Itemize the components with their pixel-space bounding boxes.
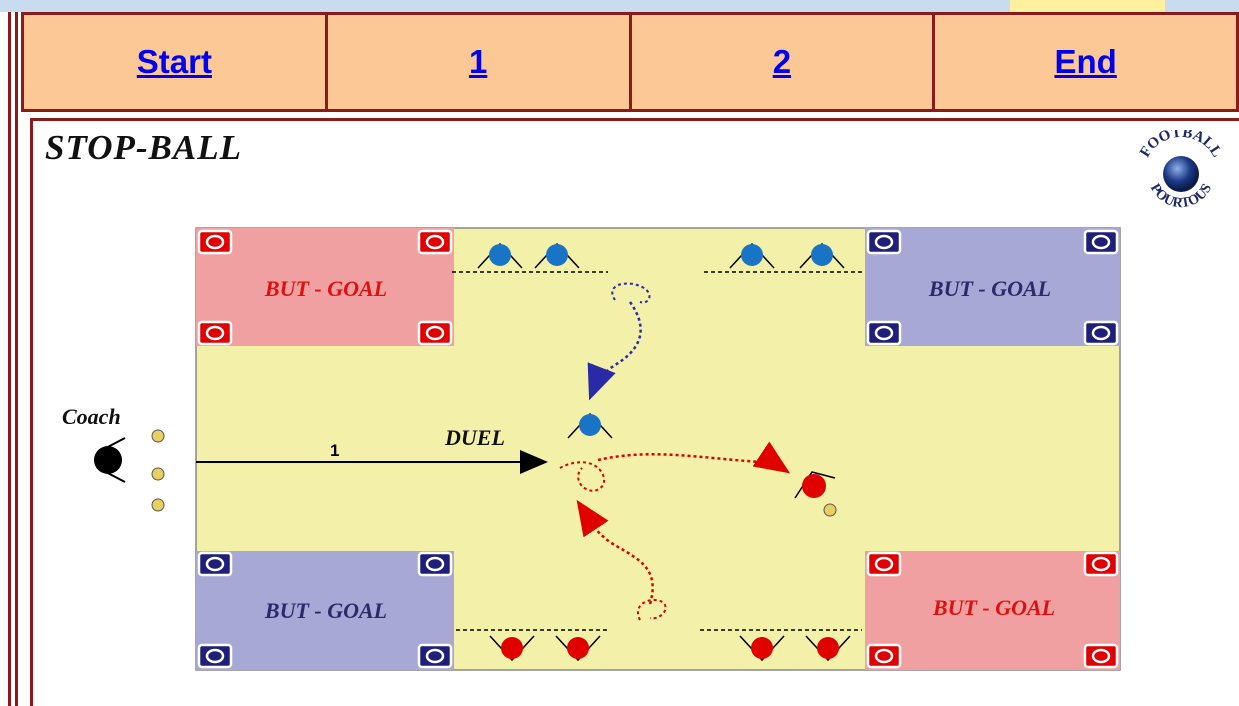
coach-icon: [94, 446, 122, 474]
page-1-link[interactable]: 1: [468, 43, 488, 80]
coach: Coach: [62, 404, 165, 512]
cone-marker-blue: [417, 643, 453, 669]
duel-label: DUEL: [444, 425, 505, 450]
goal-zone-blue-bottom-left: [196, 551, 454, 670]
cone-marker-red: [417, 320, 453, 346]
nav-cell-start: Start: [24, 15, 328, 109]
goal-label: BUT - GOAL: [264, 276, 387, 301]
ball-icon: [151, 429, 165, 443]
ball-icon: [151, 467, 165, 481]
cone-marker-red: [866, 551, 902, 577]
red-players-bottom: [489, 635, 851, 662]
page-2-link[interactable]: 2: [772, 43, 792, 80]
top-strip: [0, 0, 1239, 12]
player-red: [489, 635, 535, 662]
player-red-receiver: [794, 471, 837, 517]
nav-cell-1: 1: [328, 15, 632, 109]
cone-marker-red: [866, 643, 902, 669]
goal-label: BUT - GOAL: [264, 598, 387, 623]
ball-icon: [151, 498, 165, 512]
nav-bar: Start 1 2 End: [21, 12, 1239, 112]
ball-icon: [823, 503, 837, 517]
cone-marker-red: [197, 229, 233, 255]
cone-marker-blue: [417, 551, 453, 577]
frame-border-inner: [15, 12, 1239, 706]
cone-marker-blue: [197, 643, 233, 669]
cone-marker-red: [197, 320, 233, 346]
cone-marker-blue: [866, 229, 902, 255]
top-highlight: [1010, 0, 1165, 12]
player-red: [739, 635, 785, 662]
coach-label: Coach: [62, 404, 121, 429]
end-link[interactable]: End: [1054, 43, 1117, 80]
player-blue: [729, 242, 775, 269]
pass-number: 1: [330, 441, 339, 460]
player-blue-duel: [567, 412, 613, 439]
player-red: [805, 635, 851, 662]
cone-marker-blue: [866, 320, 902, 346]
player-blue: [477, 242, 523, 269]
page-title: STOP-BALL: [45, 128, 242, 167]
start-link[interactable]: Start: [136, 43, 212, 80]
nav-cell-2: 2: [632, 15, 936, 109]
blue-run-path: [587, 282, 651, 401]
goal-zone-red-bottom-right: [865, 551, 1120, 670]
cone-marker-red: [1083, 551, 1119, 577]
ball-icon: [1163, 156, 1199, 192]
goal-zone-blue-top-right: [865, 228, 1120, 346]
cone-marker-red: [417, 229, 453, 255]
football-pourtous-logo: FOOTBALL POURTOUS: [1137, 130, 1225, 210]
blue-players-top: [477, 242, 845, 269]
red-run-path: [559, 441, 791, 621]
player-blue: [799, 242, 845, 269]
goal-label: BUT - GOAL: [928, 276, 1051, 301]
goal-label: BUT - GOAL: [932, 595, 1055, 620]
nav-cell-end: End: [935, 15, 1236, 109]
cone-markers: [197, 229, 1119, 669]
goal-zone-red-top-left: [196, 228, 454, 346]
player-red: [555, 635, 601, 662]
cone-marker-blue: [1083, 320, 1119, 346]
cone-marker-blue: [197, 551, 233, 577]
content-panel: [30, 118, 1239, 706]
frame-border-outer: [8, 12, 1239, 706]
player-blue: [534, 242, 580, 269]
cone-marker-red: [1083, 643, 1119, 669]
cone-marker-blue: [1083, 229, 1119, 255]
